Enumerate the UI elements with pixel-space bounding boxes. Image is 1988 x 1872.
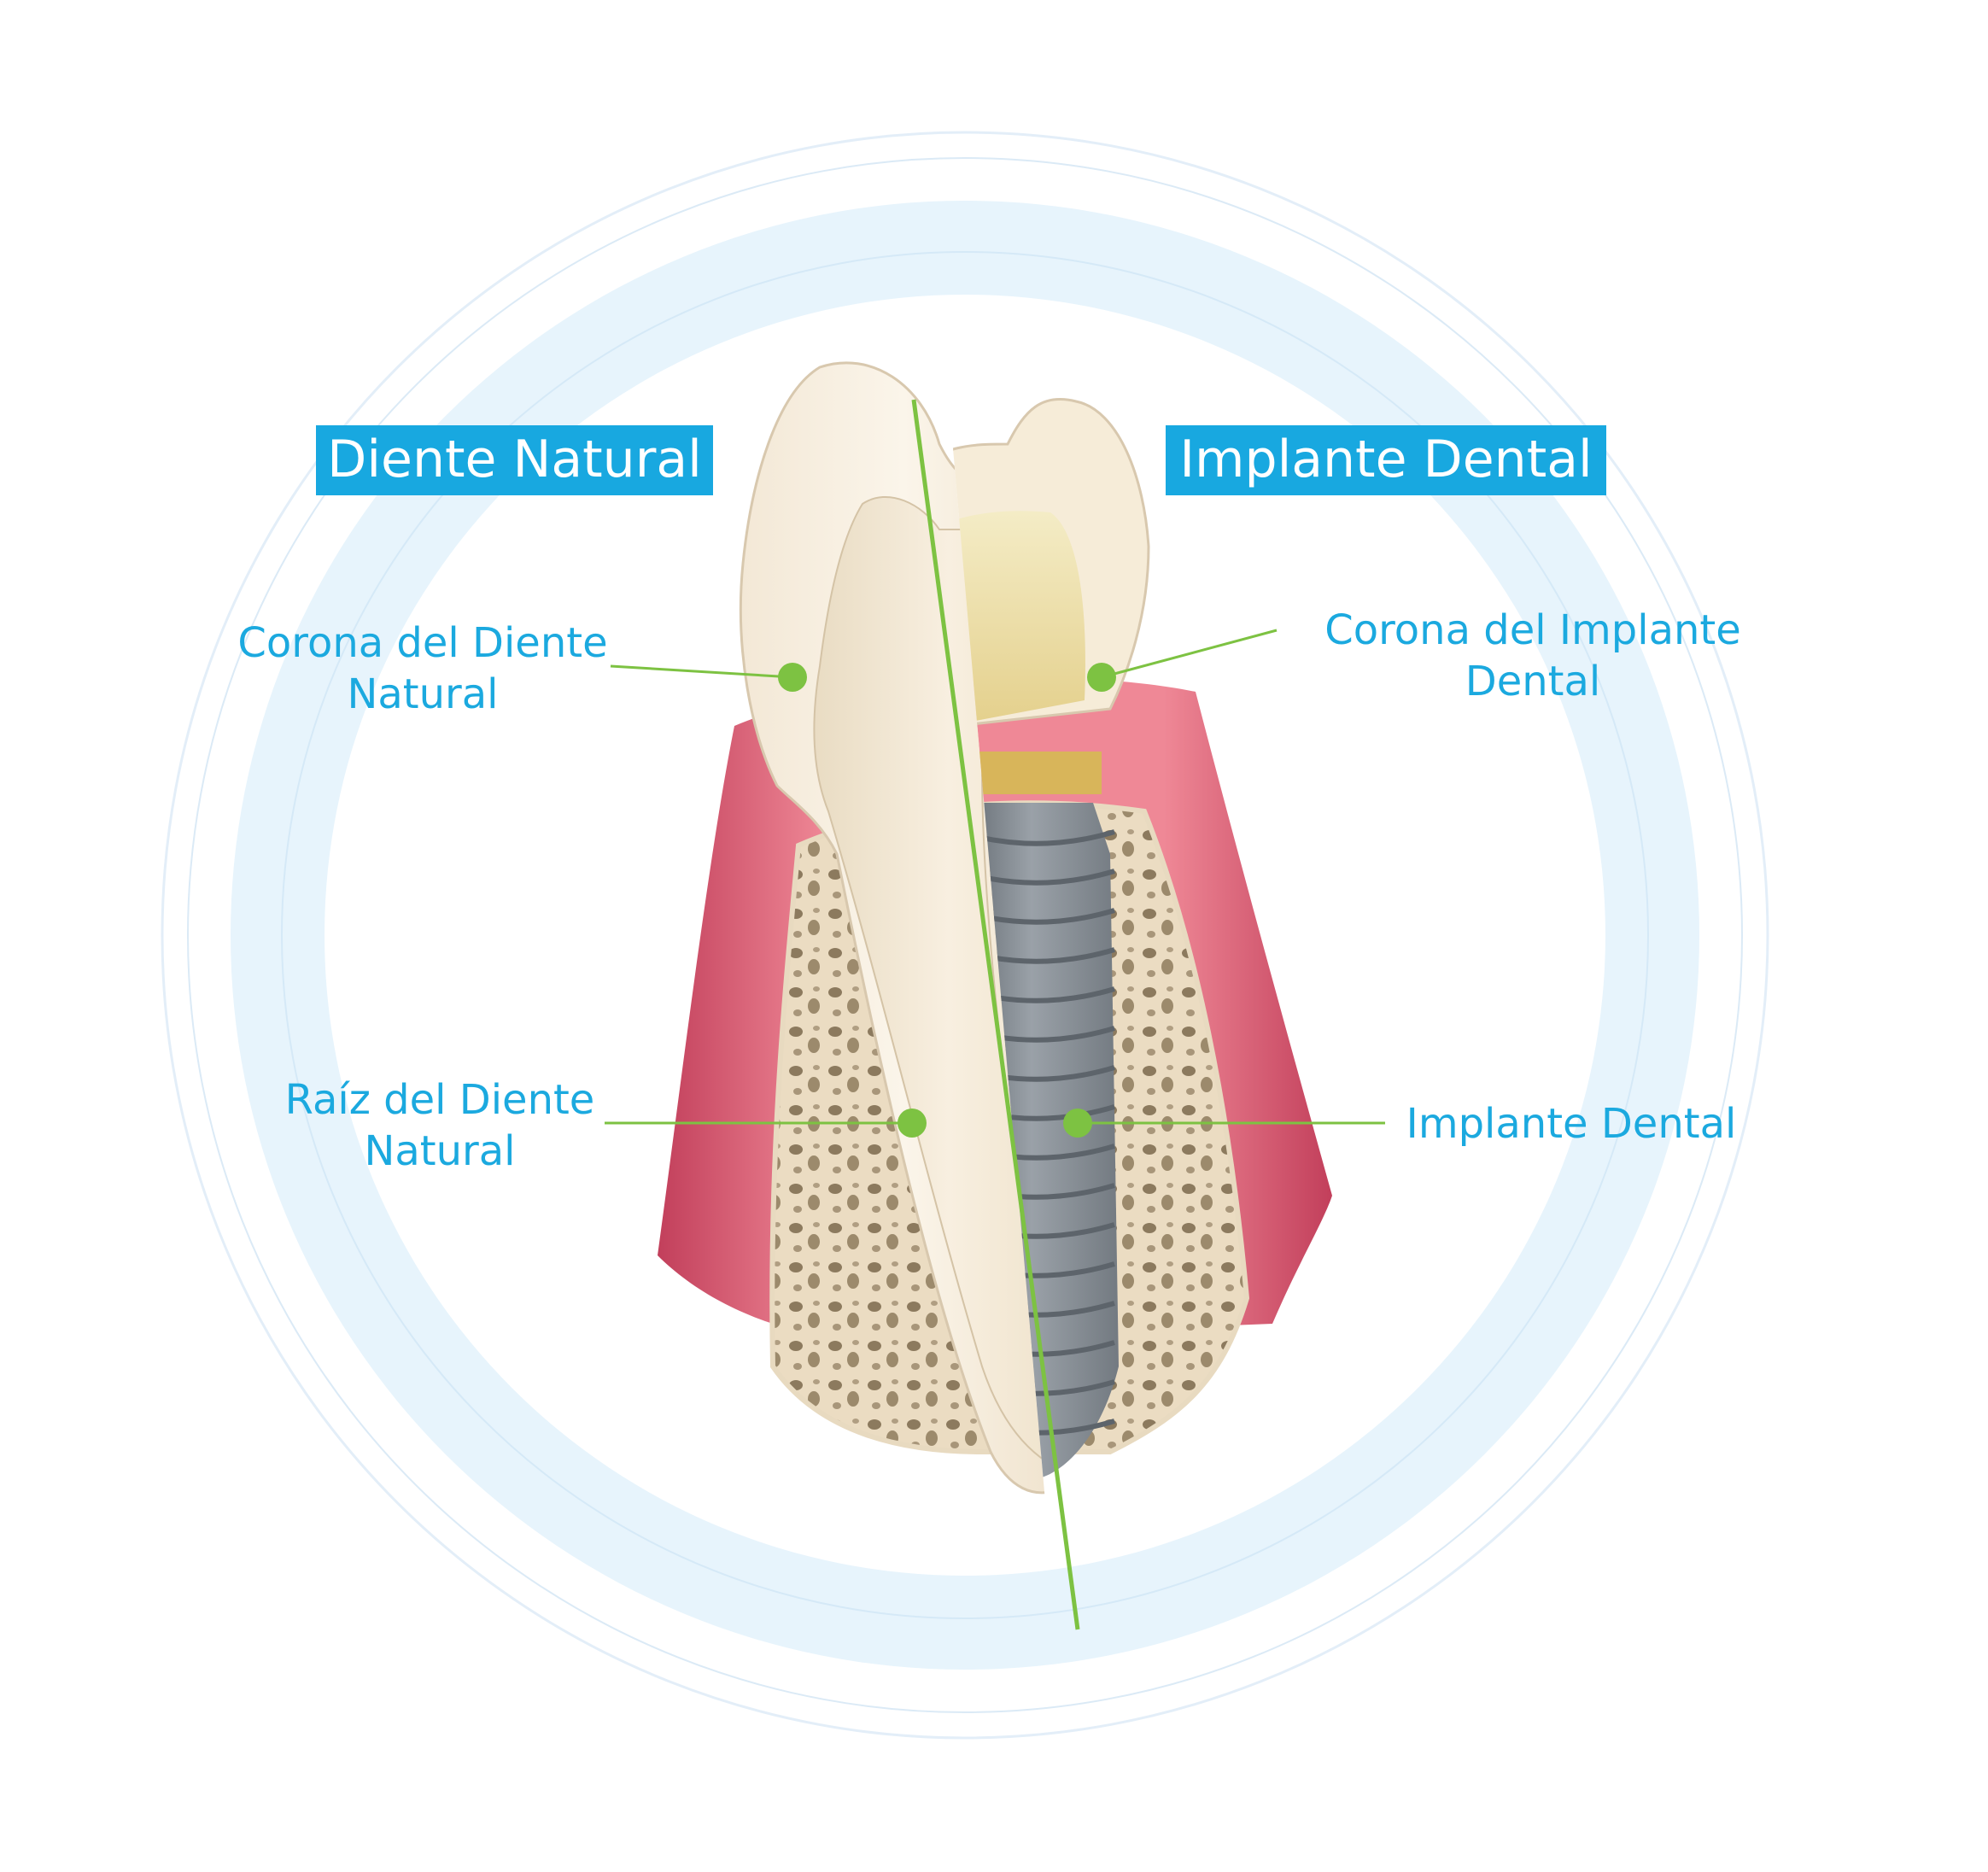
leader-natural-crown: [610, 663, 807, 692]
label-natural-crown: Corona del Diente Natural: [237, 619, 608, 718]
implant-thread: [977, 869, 1115, 886]
marker-implant-body-dot: [1063, 1109, 1092, 1138]
title-implant: Implante Dental: [1166, 425, 1606, 495]
marker-natural-crown-dot: [778, 663, 807, 692]
marker-implant-crown-dot: [1087, 663, 1116, 692]
divider-line: [911, 399, 1080, 1630]
title-natural: Diente Natural: [316, 425, 713, 495]
leader-natural-root: [605, 1109, 927, 1138]
leader-implant-body: [1063, 1109, 1385, 1138]
marker-natural-root-dot: [898, 1109, 927, 1138]
label-natural-root: Raíz del Diente Natural: [284, 1076, 595, 1175]
leader-implant-crown: [1087, 629, 1278, 692]
label-implant-crown: Corona del Implante Dental: [1324, 606, 1741, 705]
implant-thread: [977, 829, 1115, 846]
label-implant-body: Implante Dental: [1406, 1100, 1737, 1148]
